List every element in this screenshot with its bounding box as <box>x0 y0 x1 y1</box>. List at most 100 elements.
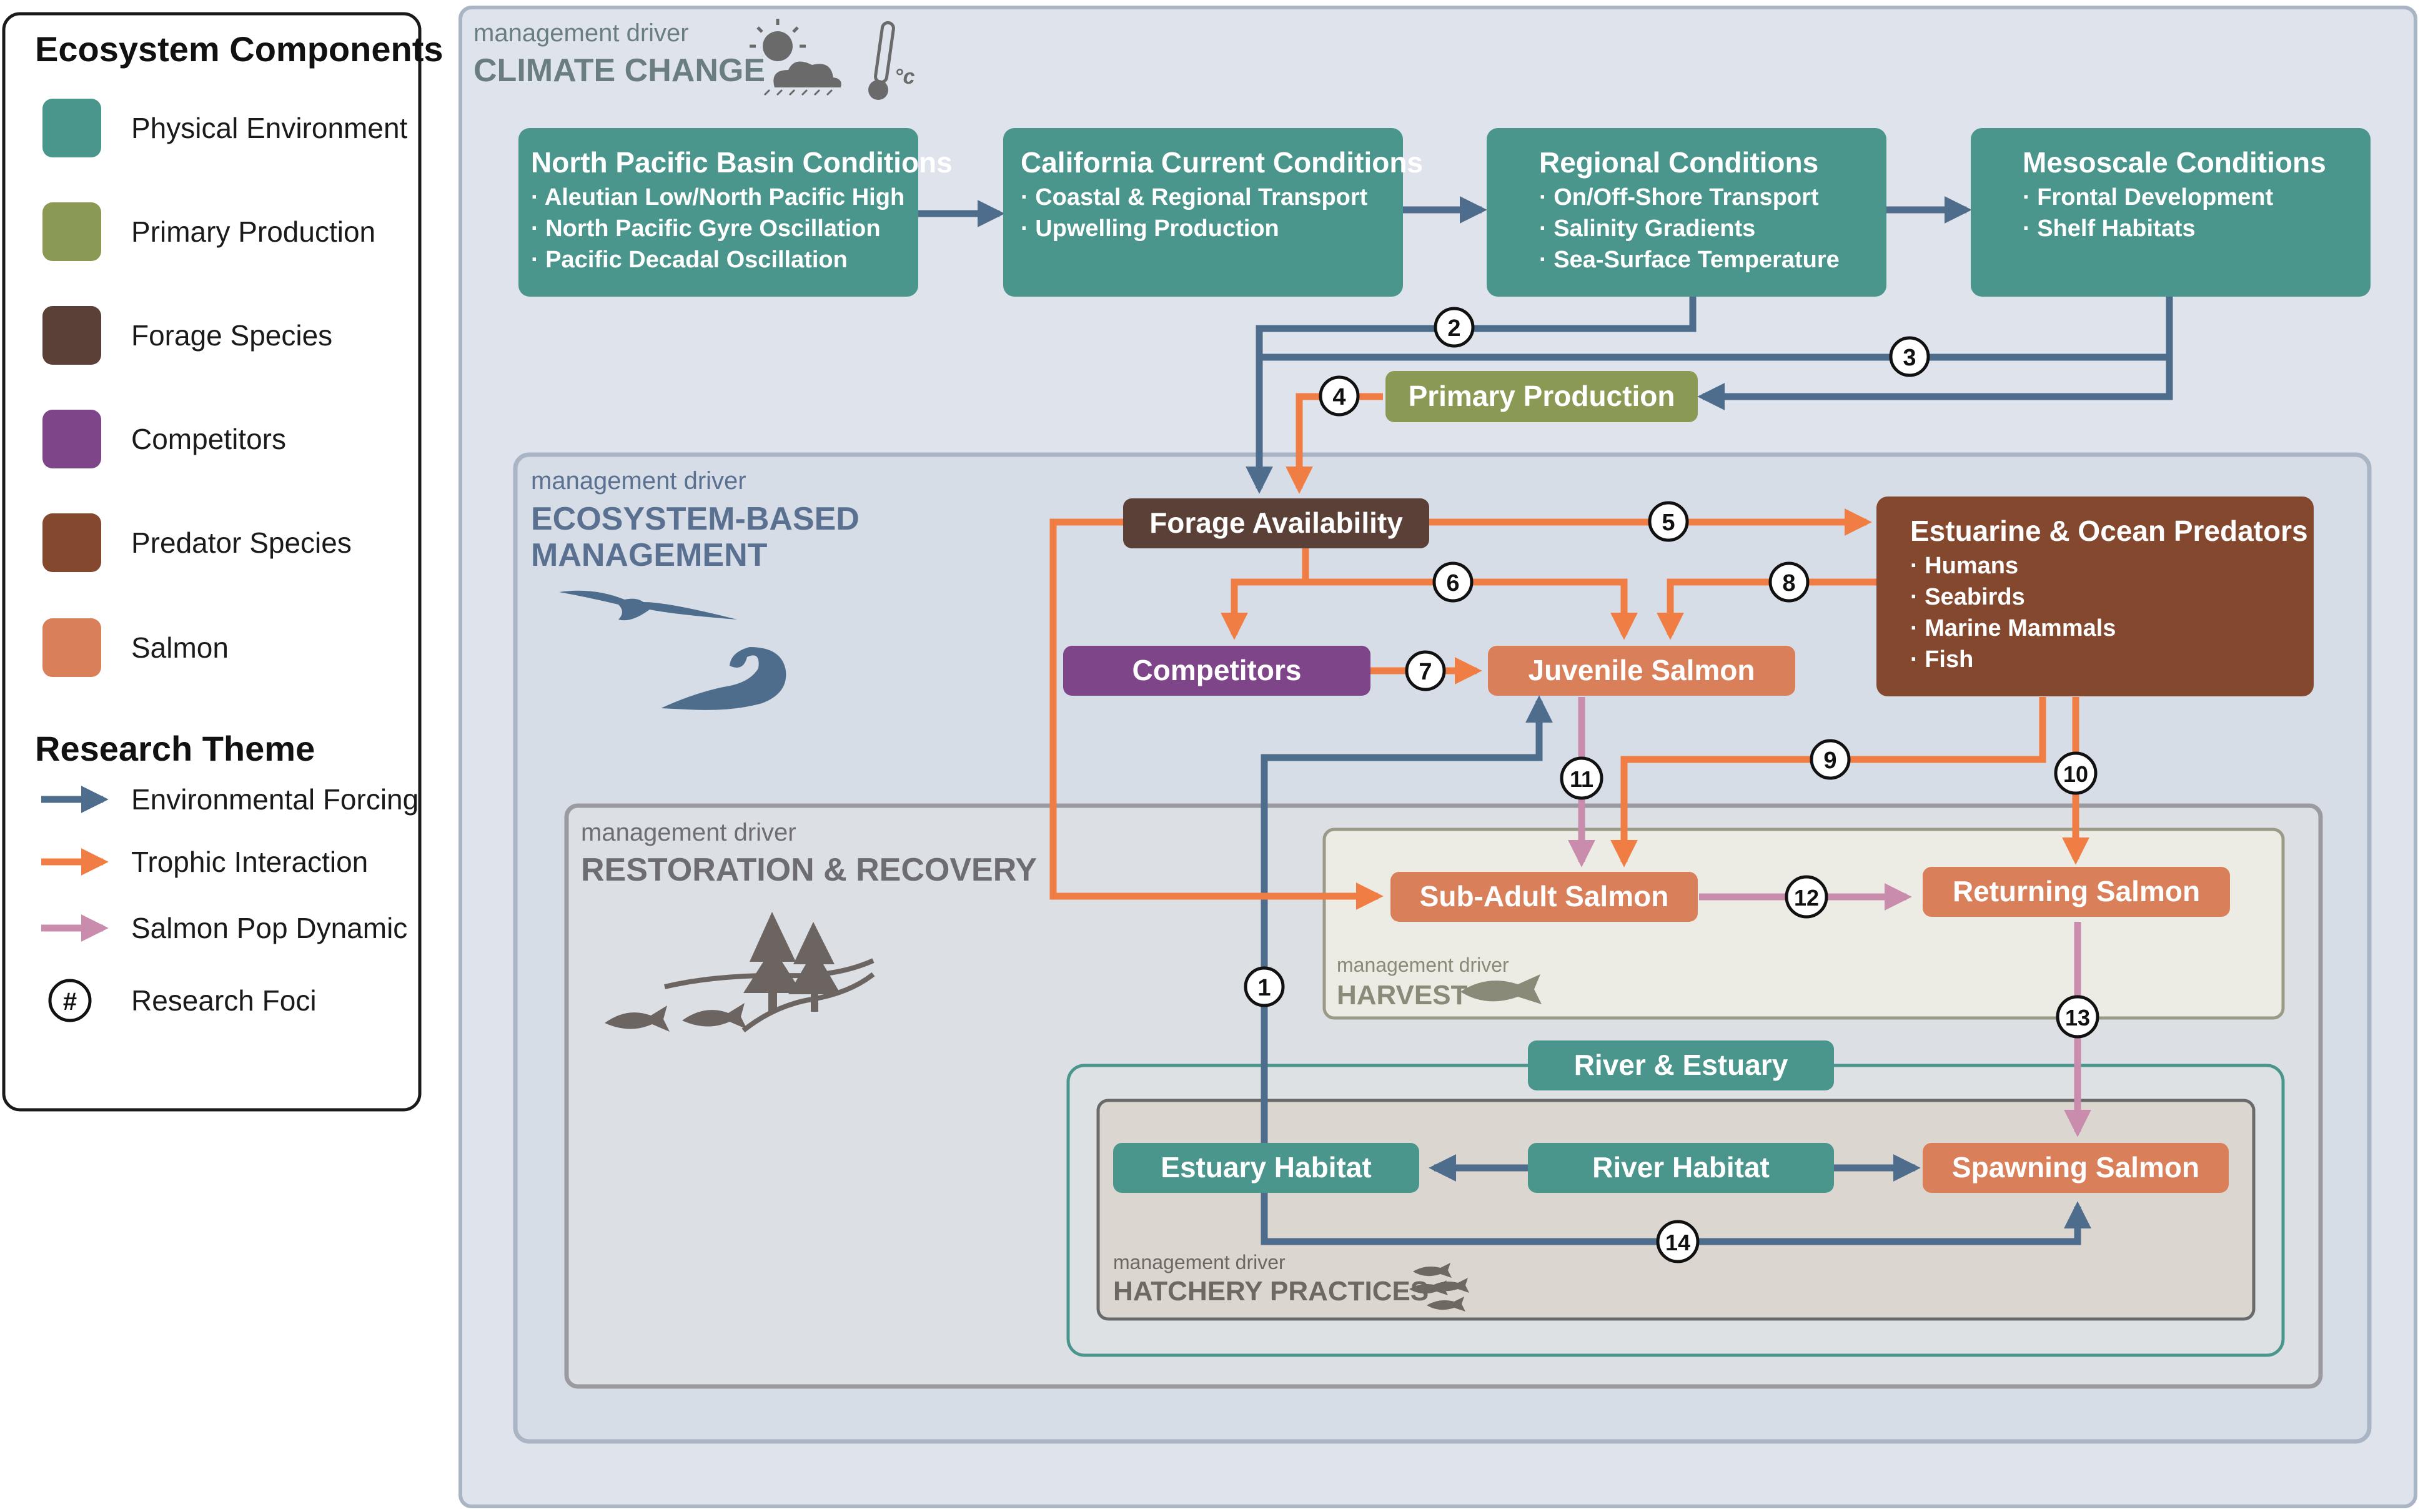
legend-popdyn-label: Salmon Pop Dynamic <box>131 912 407 944</box>
svg-text:1: 1 <box>1257 975 1271 1001</box>
focus-13: 13 <box>2056 995 2099 1039</box>
swatch-primary <box>42 202 101 261</box>
predators-item: · Seabirds <box>1910 584 2025 610</box>
estuary-habitat-title: Estuary Habitat <box>1161 1151 1371 1183</box>
predators-item: · Humans <box>1910 553 2018 579</box>
node-returning: Returning Salmon <box>1923 867 2230 917</box>
swatch-competitors <box>42 410 101 468</box>
predators-title: Estuarine & Ocean Predators <box>1910 515 2308 547</box>
focus-6: 6 <box>1432 561 1474 603</box>
research-foci: 1 2 3 4 5 6 7 8 9 10 11 12 13 14 <box>1244 307 2099 1263</box>
california-current-title: California Current Conditions <box>1021 146 1423 179</box>
node-predators: Estuarine & Ocean Predators · Humans · S… <box>1876 497 2314 696</box>
forage-title: Forage Availability <box>1149 506 1403 539</box>
svg-text:11: 11 <box>1570 766 1593 792</box>
california-current-item: · Coastal & Regional Transport <box>1021 184 1368 210</box>
node-forage: Forage Availability <box>1123 498 1429 548</box>
wave-icon <box>661 647 786 710</box>
focus-9: 9 <box>1810 739 1851 780</box>
returning-title: Returning Salmon <box>1953 875 2200 907</box>
legend-primary-label: Primary Production <box>131 215 375 248</box>
sun-cloud-icon <box>750 19 841 96</box>
thermometer-icon <box>868 21 895 100</box>
node-sub-adult: Sub-Adult Salmon <box>1390 872 1698 922</box>
legend-foci-circle <box>48 979 92 1022</box>
focus-14: 14 <box>1656 1220 1700 1263</box>
harvest-fish-icon <box>1460 974 1542 1004</box>
predators-item: · Fish <box>1910 646 1973 673</box>
svg-text:3: 3 <box>1903 345 1916 371</box>
predators-item: · Marine Mammals <box>1910 615 2116 641</box>
node-mesoscale: Mesoscale Conditions · Frontal Developme… <box>1971 128 2371 297</box>
juvenile-title: Juvenile Salmon <box>1528 654 1755 686</box>
climate-driver-title: CLIMATE CHANGE <box>473 52 765 89</box>
primary-production-title: Primary Production <box>1409 380 1675 412</box>
north-pacific-item: · North Pacific Gyre Oscillation <box>531 215 881 242</box>
competitors-title: Competitors <box>1132 654 1302 686</box>
swatch-salmon <box>42 618 101 677</box>
sub-adult-title: Sub-Adult Salmon <box>1420 880 1669 912</box>
north-pacific-item: · Aleutian Low/North Pacific High <box>531 184 904 210</box>
legend-components-title: Ecosystem Components <box>35 29 443 69</box>
fish-icon <box>605 1003 747 1032</box>
restoration-driver-small: management driver <box>581 819 796 846</box>
hatchery-driver-title: HATCHERY PRACTICES <box>1113 1276 1429 1307</box>
svg-text:4: 4 <box>1332 384 1345 410</box>
focus-10: 10 <box>2054 751 2098 795</box>
legend-salmon-label: Salmon <box>131 631 229 664</box>
svg-text:8: 8 <box>1782 570 1795 596</box>
legend-physical-label: Physical Environment <box>131 112 408 144</box>
trees-icon <box>743 912 841 1012</box>
focus-7: 7 <box>1405 650 1446 691</box>
node-regional: Regional Conditions · On/Off-Shore Trans… <box>1487 128 1886 297</box>
focus-1: 1 <box>1244 966 1285 1007</box>
node-north-pacific: North Pacific Basin Conditions · Aleutia… <box>518 128 953 297</box>
node-spawning: Spawning Salmon <box>1923 1143 2229 1193</box>
regional-item: · Salinity Gradients <box>1539 215 1755 242</box>
river-habitat-title: River Habitat <box>1592 1151 1770 1183</box>
svg-text:13: 13 <box>2065 1005 2090 1030</box>
hatchery-fish-icon <box>1409 1263 1469 1312</box>
mesoscale-item: · Shelf Habitats <box>2023 215 2196 242</box>
spawning-title: Spawning Salmon <box>1952 1151 2199 1183</box>
focus-5: 5 <box>1648 501 1689 542</box>
mesoscale-title: Mesoscale Conditions <box>2023 146 2326 179</box>
node-estuary-habitat: Estuary Habitat <box>1113 1143 1419 1193</box>
california-current-item: · Upwelling Production <box>1021 215 1279 242</box>
swatch-forage <box>42 306 101 365</box>
legend-env-label: Environmental Forcing <box>131 783 419 816</box>
svg-text:2: 2 <box>1447 315 1460 342</box>
restoration-driver-title: RESTORATION & RECOVERY <box>581 852 1037 888</box>
legend-competitors-label: Competitors <box>131 423 286 455</box>
environmental-connectors <box>918 196 2173 1245</box>
svg-text:9: 9 <box>1823 748 1836 774</box>
focus-12: 12 <box>1785 875 1828 919</box>
svg-text:6: 6 <box>1446 570 1459 596</box>
river-estuary-title: River & Estuary <box>1574 1049 1788 1081</box>
focus-4: 4 <box>1319 375 1360 417</box>
svg-text:14: 14 <box>1665 1230 1690 1255</box>
node-juvenile: Juvenile Salmon <box>1488 646 1795 696</box>
legend-forage-label: Forage Species <box>131 319 332 352</box>
hatchery-driver-small: management driver <box>1113 1251 1286 1273</box>
svg-text:10: 10 <box>2063 761 2088 787</box>
node-california-current: California Current Conditions · Coastal … <box>1003 128 1423 297</box>
harvest-driver-small: management driver <box>1337 954 1509 976</box>
regional-item: · On/Off-Shore Transport <box>1539 184 1819 210</box>
legend-foci-symbol: # <box>63 988 77 1015</box>
climate-driver-small: management driver <box>473 19 689 47</box>
svg-text:7: 7 <box>1419 659 1432 685</box>
river-icon <box>664 958 875 1033</box>
legend-trophic-label: Trophic Interaction <box>131 846 368 878</box>
focus-2: 2 <box>1434 307 1475 348</box>
ebm-driver-title-2: MANAGEMENT <box>531 537 768 573</box>
swatch-physical <box>42 99 101 157</box>
node-river-habitat: River Habitat <box>1528 1143 1834 1193</box>
ebm-driver-small: management driver <box>531 467 746 495</box>
focus-8: 8 <box>1768 561 1810 603</box>
north-pacific-title: North Pacific Basin Conditions <box>531 146 953 179</box>
mesoscale-item: · Frontal Development <box>2023 184 2273 210</box>
bird-icon <box>559 590 737 621</box>
celsius-symbol: °c <box>894 65 915 89</box>
harvest-driver-title: HARVEST <box>1337 980 1468 1010</box>
